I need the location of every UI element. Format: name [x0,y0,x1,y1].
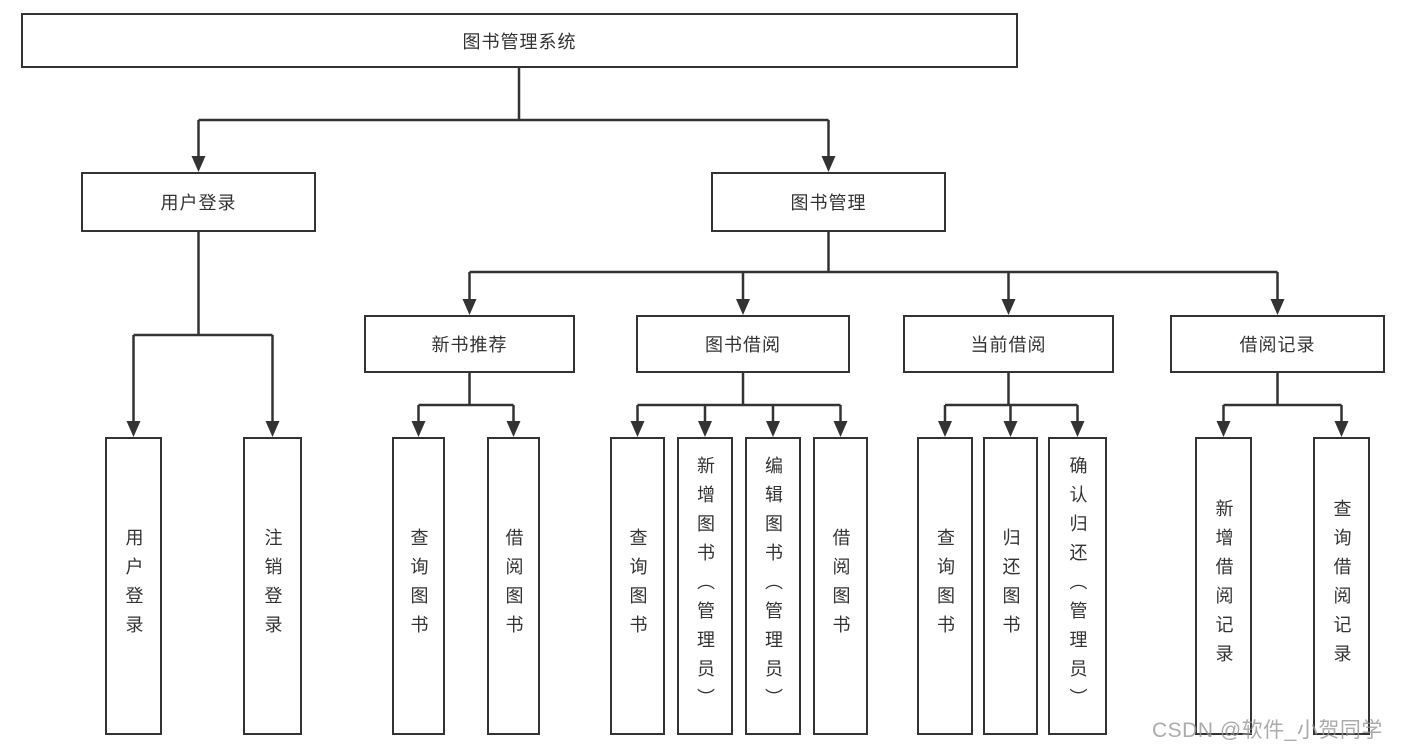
node-label: 新书推荐 [431,335,508,355]
csdn-watermark: CSDN @软件_小贺同学 [1152,719,1383,742]
node-label: 新增借阅记录 [1213,499,1234,673]
node-label: 借阅图书 [503,528,524,644]
node-new-book-recommendation: 新书推荐 [364,315,575,373]
connector-segments [132,68,1343,425]
node-label: 借阅记录 [1239,335,1316,355]
leaf-confirm-return-admin: 确认归还（管理员） [1048,437,1107,735]
leaf-return-books: 归还图书 [983,437,1038,735]
node-label: 新增图书（管理员） [695,455,715,717]
leaf-query-books-3: 查询图书 [917,437,973,735]
node-label: 用户登录 [160,193,237,213]
leaf-add-borrow-record: 新增借阅记录 [1195,437,1252,735]
leaf-query-books-1: 查询图书 [392,437,445,735]
leaf-user-login: 用户登录 [105,437,162,735]
node-label: 归还图书 [1000,528,1021,644]
leaf-add-books-admin: 新增图书（管理员） [677,437,733,735]
node-label: 借阅图书 [830,528,851,644]
leaf-query-borrow-record: 查询借阅记录 [1313,437,1370,735]
leaf-borrow-books-2: 借阅图书 [813,437,868,735]
node-label: 确认归还（管理员） [1067,455,1088,717]
node-borrowing-records: 借阅记录 [1170,315,1385,373]
node-label: 图书管理系统 [462,31,577,52]
node-label: 注销登录 [262,528,283,644]
node-user-login: 用户登录 [81,172,316,232]
node-label: 图书管理 [790,193,867,213]
node-label: 查询借阅记录 [1331,499,1352,673]
node-label: 查询图书 [408,528,429,644]
node-label: 图书借阅 [705,335,781,355]
leaf-query-books-2: 查询图书 [610,437,665,735]
node-label: 查询图书 [627,528,648,644]
leaf-borrow-books-1: 借阅图书 [487,437,540,735]
node-library-management-system: 图书管理系统 [21,13,1018,68]
leaf-logout: 注销登录 [243,437,302,735]
leaf-edit-books-admin: 编辑图书（管理员） [745,437,801,735]
node-book-borrowing: 图书借阅 [636,315,850,373]
node-label: 用户登录 [123,528,144,644]
arrowhead-icons [126,156,1349,437]
node-current-borrowing: 当前借阅 [903,315,1114,373]
node-label: 编辑图书（管理员） [763,455,783,717]
node-label: 查询图书 [935,528,955,644]
node-label: 当前借阅 [970,335,1047,355]
node-book-management: 图书管理 [711,172,946,232]
